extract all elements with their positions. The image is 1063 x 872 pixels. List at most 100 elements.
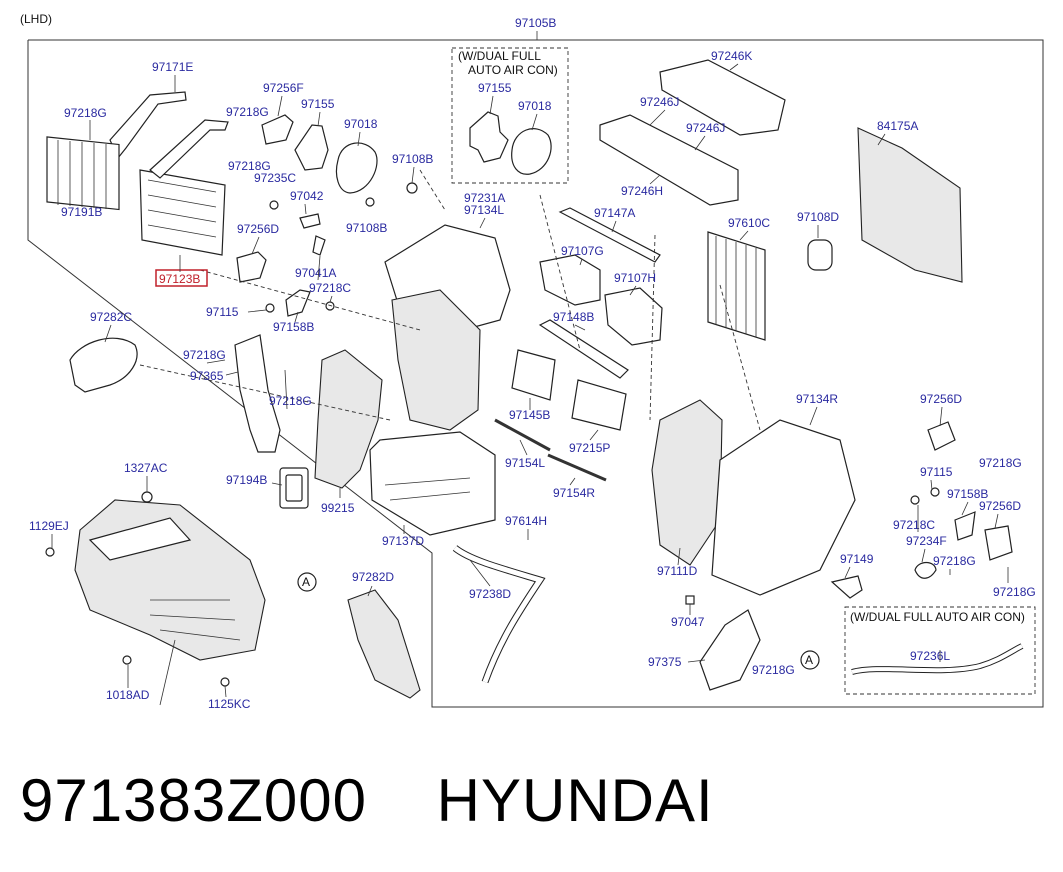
label-97107G[interactable]: 97107G — [561, 244, 604, 258]
label-84175A[interactable]: 84175A — [877, 119, 918, 133]
label-1018AD[interactable]: 1018AD — [106, 688, 150, 702]
label-97134R[interactable]: 97134R — [796, 392, 838, 406]
label-97234F[interactable]: 97234F — [906, 534, 947, 548]
duct-97107G — [539, 254, 601, 306]
label-97171E[interactable]: 97171E — [152, 60, 193, 74]
part-number: 971383Z000 — [20, 767, 367, 834]
bolt-1125KC — [220, 677, 230, 687]
label-97041A[interactable]: 97041A — [295, 266, 336, 280]
case-97111D — [651, 399, 723, 566]
link-97158B-left — [285, 289, 311, 317]
label-97246H[interactable]: 97246H — [621, 184, 663, 198]
label-1125KC[interactable]: 1125KC — [208, 697, 251, 711]
label-97137D[interactable]: 97137D — [382, 534, 424, 548]
label-97047[interactable]: 97047 — [671, 615, 705, 629]
actuator-97256D-left — [236, 251, 267, 283]
label-1129EJ[interactable]: 1129EJ — [29, 519, 69, 533]
clip-97108B-b — [365, 197, 375, 207]
label-97123B[interactable]: 97123B — [159, 272, 200, 286]
label-97108B-b[interactable]: 97108B — [346, 221, 387, 235]
label-97215P[interactable]: 97215P — [569, 441, 610, 455]
label-97246K[interactable]: 97246K — [711, 49, 752, 63]
cover-97282D — [347, 589, 421, 699]
label-97282C[interactable]: 97282C — [90, 310, 132, 324]
label-97108B-a[interactable]: 97108B — [392, 152, 433, 166]
label-97158B-a[interactable]: 97158B — [273, 320, 314, 334]
label-97256F[interactable]: 97256F — [263, 81, 304, 95]
label-97105B[interactable]: 97105B — [515, 16, 556, 30]
door-97018 — [335, 142, 378, 194]
label-97218G-e[interactable]: 97218G — [269, 394, 312, 408]
part-labels: 97171E 97218G 97191B 97123B 97256F 97218… — [29, 49, 1036, 711]
actuator-arm-97155 — [294, 124, 329, 171]
duct-97365 — [234, 334, 281, 453]
label-97614H[interactable]: 97614H — [505, 514, 547, 528]
seal-97108D — [807, 239, 833, 271]
label-97218G-d[interactable]: 97218G — [183, 348, 226, 362]
cover-97234F — [914, 561, 937, 579]
evaporator-97123B — [139, 119, 229, 256]
label-97154L[interactable]: 97154L — [505, 456, 545, 470]
label-97042[interactable]: 97042 — [290, 189, 324, 203]
svg-text:AUTO AIR CON): AUTO AIR CON) — [468, 63, 558, 77]
label-97108D[interactable]: 97108D — [797, 210, 839, 224]
label-97246J-a[interactable]: 97246J — [640, 95, 679, 109]
lever-97042 — [299, 213, 321, 229]
label-97375[interactable]: 97375 — [648, 655, 682, 669]
case-97134L — [391, 289, 481, 431]
label-97256D-a[interactable]: 97256D — [237, 222, 279, 236]
label-97154R[interactable]: 97154R — [553, 486, 595, 500]
label-97018[interactable]: 97018 — [344, 117, 378, 131]
label-97158B-b[interactable]: 97158B — [947, 487, 988, 501]
label-97218G-c[interactable]: 97218G — [228, 159, 271, 173]
label-97145B[interactable]: 97145B — [509, 408, 550, 422]
label-97365[interactable]: 97365 — [190, 369, 224, 383]
label-99215[interactable]: 99215 — [321, 501, 355, 515]
label-97194B[interactable]: 97194B — [226, 473, 267, 487]
label-97111D[interactable]: 97111D — [657, 564, 698, 578]
label-97218C-a[interactable]: 97218C — [309, 281, 351, 295]
label-97218G-b[interactable]: 97218G — [226, 105, 269, 119]
actuator-arm-97155-alt — [469, 111, 509, 163]
label-97610C[interactable]: 97610C — [728, 216, 770, 230]
label-97218G-h[interactable]: 97218G — [933, 554, 976, 568]
label-97231A[interactable]: 97231A — [464, 191, 505, 205]
lever-97158B-right — [954, 511, 976, 541]
label-97191B[interactable]: 97191B — [61, 205, 102, 219]
label-97236L[interactable]: 97236L — [910, 649, 950, 663]
label-97107H[interactable]: 97107H — [614, 271, 656, 285]
rail-97147A — [558, 207, 661, 263]
label-97218G-g[interactable]: 97218G — [979, 456, 1022, 470]
label-97155[interactable]: 97155 — [301, 97, 335, 111]
label-97018-b[interactable]: 97018 — [518, 99, 552, 113]
label-97218G-i[interactable]: 97218G — [993, 585, 1036, 599]
label-97246J-b[interactable]: 97246J — [686, 121, 725, 135]
label-97282D[interactable]: 97282D — [352, 570, 394, 584]
label-97256D-b[interactable]: 97256D — [920, 392, 962, 406]
label-97235C[interactable]: 97235C — [254, 171, 296, 185]
duct-97107H — [604, 287, 663, 346]
cabin-filter-97610C — [707, 231, 766, 341]
label-97115-a[interactable]: 97115 — [206, 305, 239, 319]
filter-frame-97246J — [599, 114, 739, 206]
clip-97108B-a — [406, 182, 418, 194]
blower-case-97282C — [69, 337, 138, 393]
label-97218G-a[interactable]: 97218G — [64, 106, 107, 120]
duct-97375 — [699, 609, 761, 691]
duct-99215 — [314, 349, 383, 489]
link-97041A — [312, 235, 326, 256]
label-97147A[interactable]: 97147A — [594, 206, 635, 220]
label-1327AC[interactable]: 1327AC — [124, 461, 168, 475]
lower-case-97137D — [369, 431, 496, 536]
label-97256D-c[interactable]: 97256D — [979, 499, 1021, 513]
parts-exploded-diagram: (LHD) 97105B (W/DUAL FULL AUTO AIR CON) … — [20, 12, 1044, 711]
label-97155-b[interactable]: 97155 — [478, 81, 512, 95]
label-97115-b[interactable]: 97115 — [920, 465, 953, 479]
label-97238D[interactable]: 97238D — [469, 587, 511, 601]
label-97218G-f[interactable]: 97218G — [752, 663, 795, 677]
label-97218C-b[interactable]: 97218C — [893, 518, 935, 532]
label-97148B[interactable]: 97148B — [553, 310, 594, 324]
label-97149[interactable]: 97149 — [840, 552, 874, 566]
door-97145B — [511, 349, 556, 401]
label-97134L[interactable]: 97134L — [464, 203, 504, 217]
